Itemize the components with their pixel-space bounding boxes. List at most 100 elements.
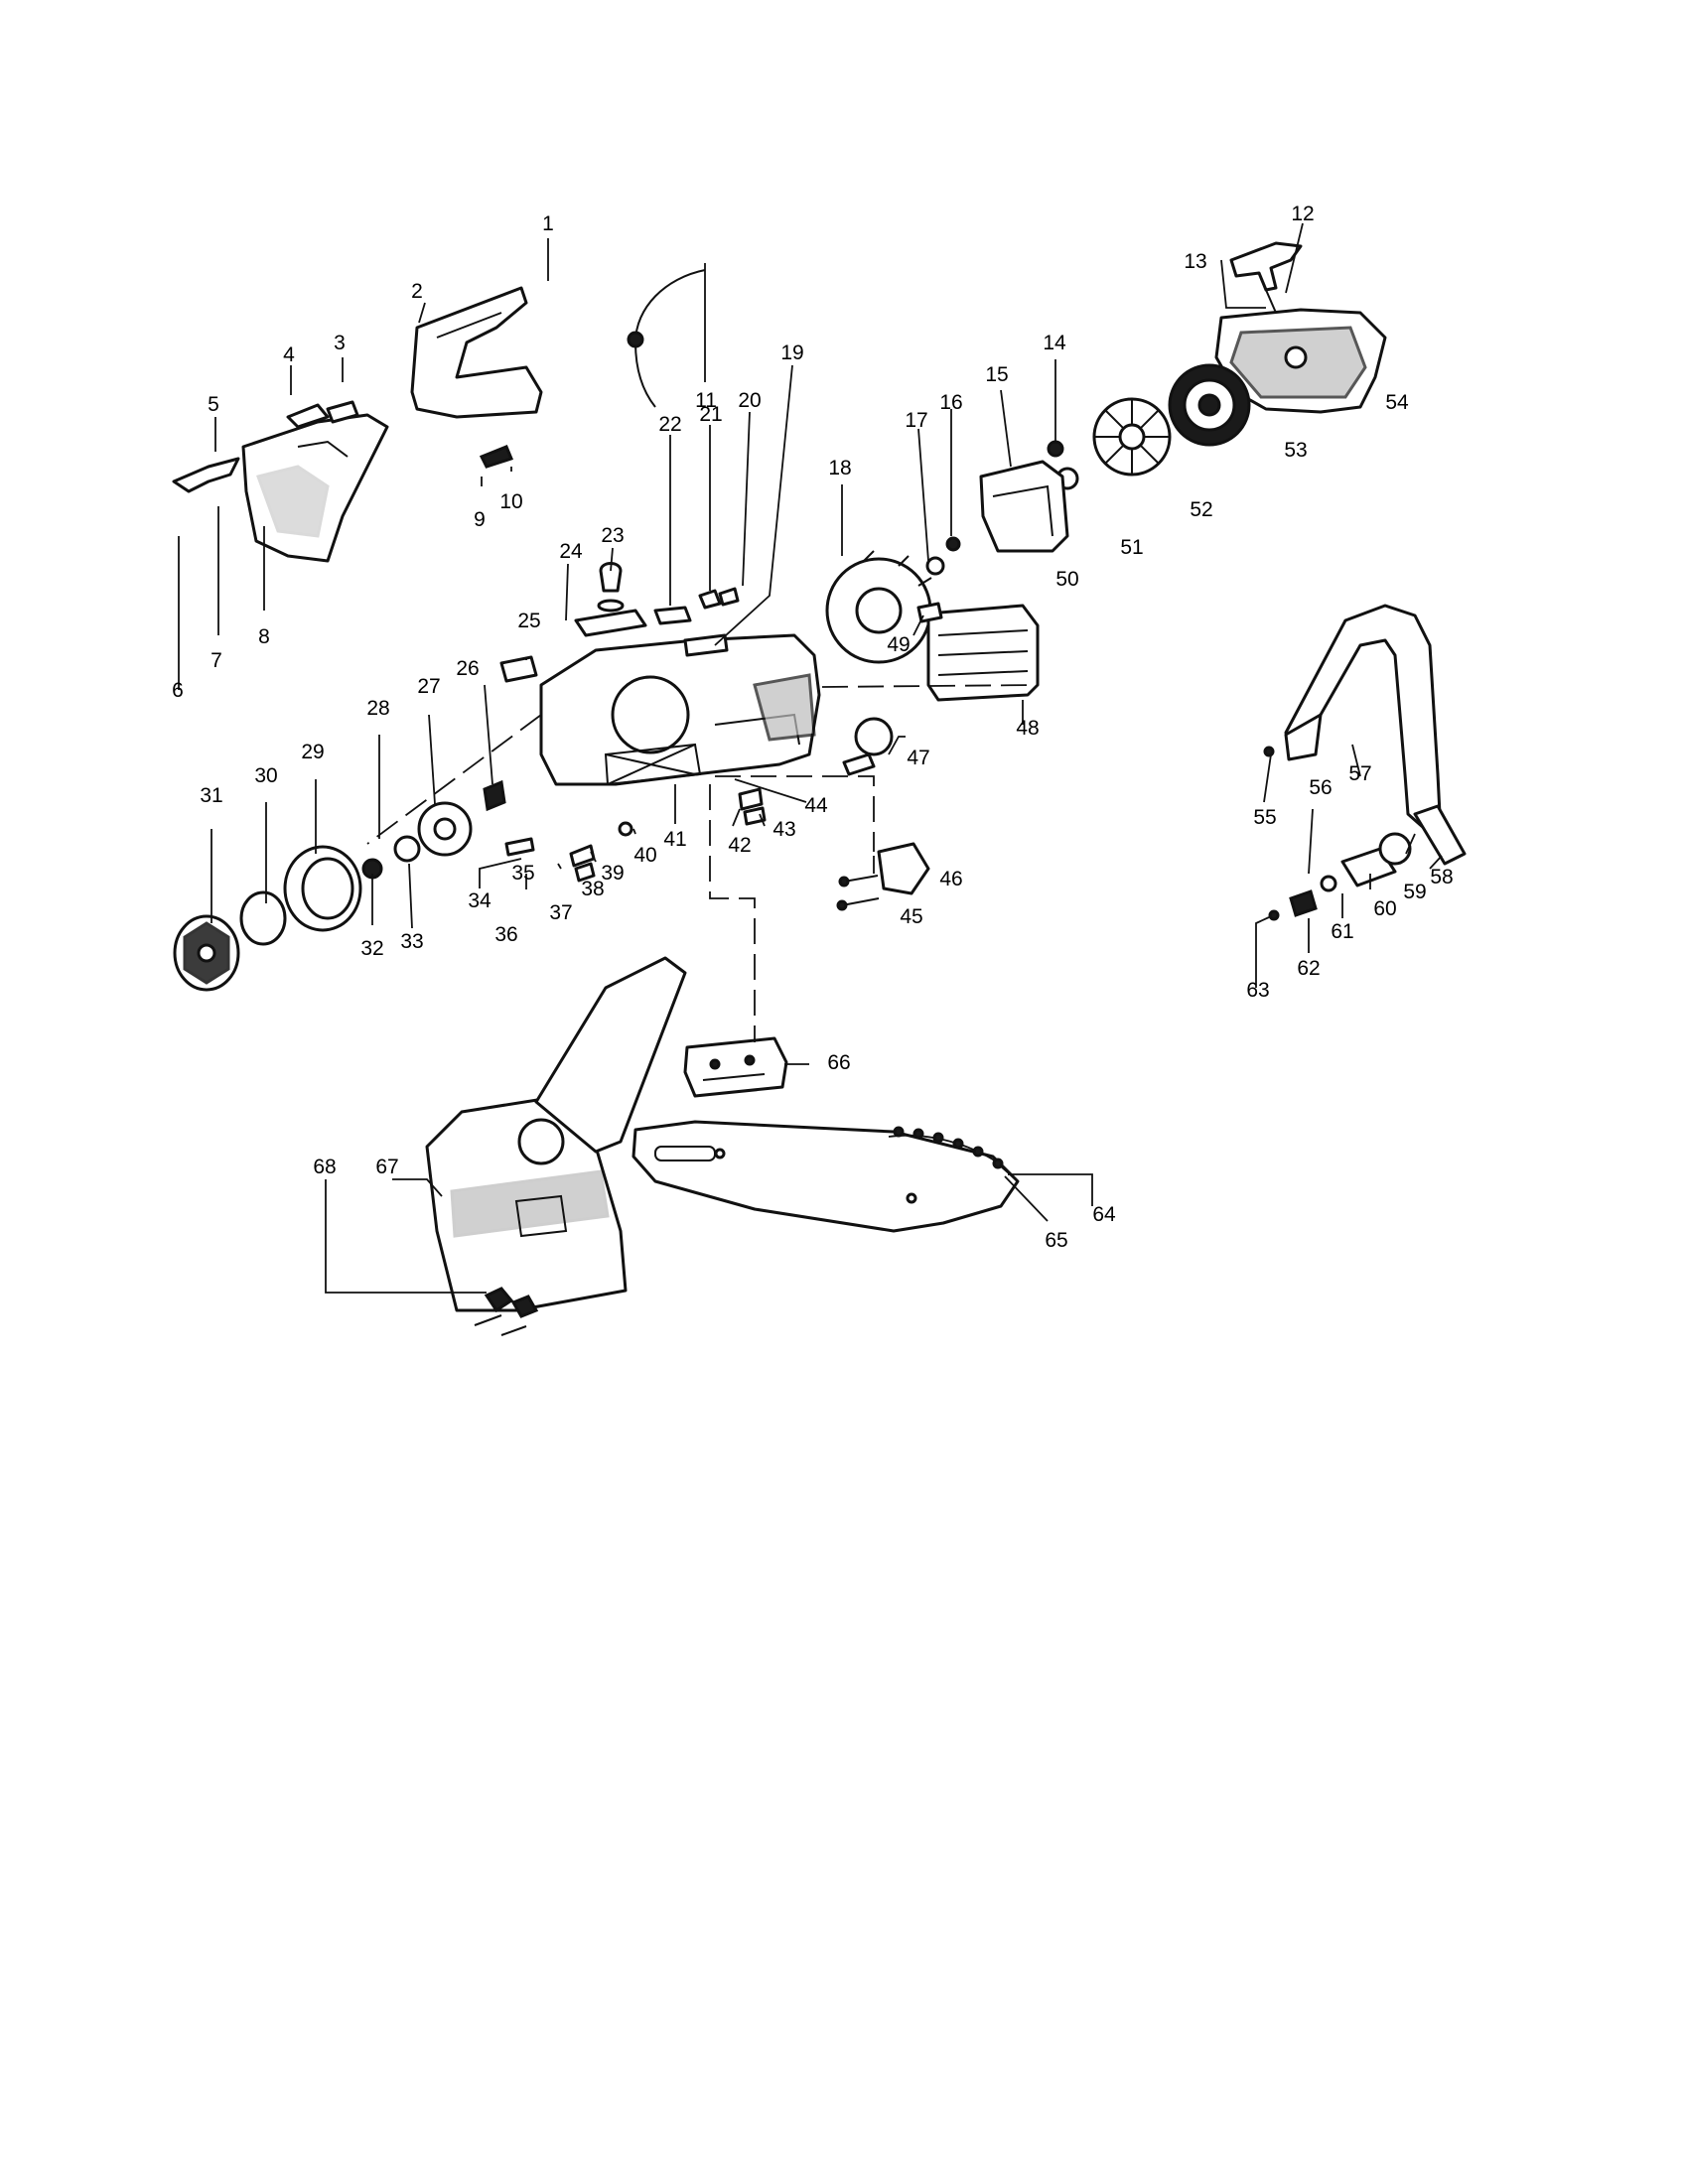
callout-7: 7	[210, 649, 222, 672]
callout-26: 26	[456, 657, 479, 680]
callout-43: 43	[772, 818, 795, 841]
small-latch-parts	[286, 400, 359, 429]
callout-57: 57	[1348, 762, 1371, 785]
callout-59: 59	[1403, 881, 1426, 903]
callout-44: 44	[804, 794, 828, 817]
switch-part	[499, 655, 538, 683]
callout-29: 29	[301, 741, 324, 763]
callout-15: 15	[985, 363, 1008, 386]
callout-36: 36	[494, 923, 517, 946]
callout-12: 12	[1291, 203, 1314, 225]
callout-55: 55	[1253, 806, 1276, 829]
callout-25: 25	[517, 610, 540, 632]
pin-45-part	[836, 875, 880, 911]
crankcase-top-parts	[574, 587, 740, 657]
callout-23: 23	[601, 524, 624, 547]
callout-28: 28	[366, 697, 389, 720]
callout-56: 56	[1309, 776, 1332, 799]
callout-65: 65	[1045, 1229, 1067, 1252]
callout-33: 33	[400, 930, 423, 953]
callout-2: 2	[411, 280, 423, 303]
chain-64-part	[888, 1126, 1019, 1182]
cover-48-part	[926, 604, 1040, 702]
callout-11: 11	[695, 389, 717, 412]
starter-housing-part	[1214, 308, 1387, 414]
grommet-49-part	[916, 602, 943, 623]
starter-handle-part	[1229, 241, 1303, 314]
callout-45: 45	[900, 905, 922, 928]
callout-10: 10	[499, 490, 522, 513]
rear-handle-part	[410, 286, 543, 419]
fan-shroud-part	[979, 460, 1069, 553]
bar-cover-67-part	[425, 956, 687, 1312]
callout-48: 48	[1016, 717, 1039, 740]
callout-31: 31	[200, 784, 222, 807]
guide-bar-65-part	[632, 1120, 1020, 1233]
callout-4: 4	[283, 343, 295, 366]
callout-42: 42	[728, 834, 751, 857]
plate-66-part	[683, 1036, 788, 1098]
callout-51: 51	[1120, 536, 1143, 559]
nuts-68-part	[474, 1287, 539, 1336]
spring-part	[479, 445, 514, 469]
plate-46-part	[877, 842, 930, 895]
callout-60: 60	[1373, 897, 1396, 920]
callout-16: 16	[939, 391, 962, 414]
callout-49: 49	[887, 633, 910, 656]
callout-38: 38	[581, 878, 604, 900]
callout-1: 1	[542, 212, 554, 235]
callout-37: 37	[549, 901, 572, 924]
cord-part	[627, 269, 706, 408]
callout-47: 47	[907, 747, 929, 769]
fastener-parts-center	[738, 787, 767, 826]
callout-17: 17	[905, 409, 927, 432]
piston-part	[597, 562, 625, 613]
callout-18: 18	[828, 457, 851, 479]
callout-41: 41	[663, 828, 686, 851]
callout-66: 66	[827, 1051, 850, 1074]
crankcase-part	[539, 633, 821, 786]
callout-19: 19	[780, 341, 803, 364]
callout-20: 20	[738, 389, 761, 412]
callout-32: 32	[360, 937, 383, 960]
drum-27-part	[417, 801, 473, 857]
callout-68: 68	[313, 1156, 336, 1178]
callout-67: 67	[375, 1156, 398, 1178]
cover-disc-30-part	[239, 890, 287, 946]
callout-50: 50	[1055, 568, 1078, 591]
callout-39: 39	[601, 862, 624, 885]
callout-24: 24	[559, 540, 583, 563]
callout-13: 13	[1184, 250, 1206, 273]
callout-40: 40	[633, 844, 656, 867]
callout-52: 52	[1190, 498, 1212, 521]
oiler-47-part	[842, 717, 894, 776]
bracket-58-part	[1413, 804, 1467, 866]
callout-5: 5	[208, 393, 219, 416]
washer-33-part	[393, 835, 421, 863]
callout-34: 34	[468, 889, 491, 912]
callout-21: 21	[699, 403, 722, 426]
callout-8: 8	[258, 625, 270, 648]
callout-14: 14	[1043, 332, 1066, 354]
callout-35: 35	[511, 862, 534, 885]
clutch-31-part	[173, 914, 240, 992]
callout-labels: 1234567891011121314151617181920212223242…	[172, 203, 1454, 1252]
flywheel-nut-parts	[925, 536, 961, 576]
callout-58: 58	[1430, 866, 1453, 888]
front-handle-cover-part	[241, 413, 389, 563]
callout-9: 9	[474, 508, 486, 531]
clip-part	[172, 457, 240, 493]
callout-61: 61	[1331, 920, 1353, 943]
callout-6: 6	[172, 679, 184, 702]
callout-27: 27	[417, 675, 440, 698]
callout-62: 62	[1297, 957, 1320, 980]
callout-46: 46	[939, 868, 962, 890]
handle-mount-parts	[1263, 746, 1412, 921]
recoil-pulley-part	[1168, 363, 1251, 447]
callout-22: 22	[658, 413, 681, 436]
callout-30: 30	[254, 764, 277, 787]
leader-lines	[178, 222, 1443, 1294]
spring-26-part	[483, 779, 506, 812]
